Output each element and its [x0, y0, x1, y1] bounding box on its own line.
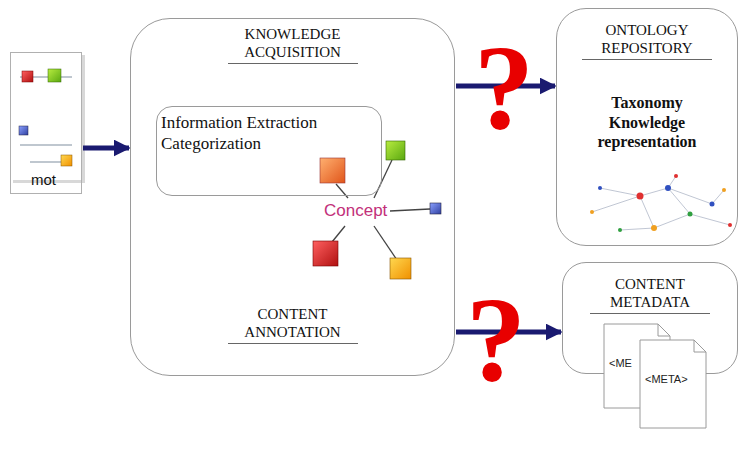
blue-square	[19, 126, 28, 135]
blue-square	[430, 203, 441, 214]
question-mark: ?	[474, 28, 534, 148]
box-label: Information Extraction Categorization	[161, 113, 361, 154]
question-mark: ?	[466, 280, 526, 400]
concept-label: Concept	[322, 201, 389, 220]
red-square	[313, 241, 338, 266]
word-label: mot	[31, 171, 56, 189]
repository-box: ONTOLOGY REPOSITORY Taxonomy Knowledge re…	[556, 8, 738, 246]
page-sheet	[10, 52, 82, 180]
section-heading: KNOWLEDGE ACQUISITION	[228, 25, 358, 64]
network-dots	[590, 174, 732, 232]
meta-tag: <ME	[609, 358, 632, 369]
yellow-square	[390, 258, 411, 279]
orange-square	[320, 158, 345, 183]
arrow-connector	[83, 146, 129, 151]
meta-tag: <META>	[645, 374, 688, 385]
green-square	[48, 69, 61, 82]
document-icon: mot	[10, 52, 82, 194]
box-heading: CONTENT METADATA	[590, 275, 710, 314]
red-square	[22, 71, 33, 82]
meta-document	[640, 340, 706, 428]
inner-box: Information Extraction Categorization	[156, 106, 382, 196]
network-links	[592, 176, 730, 230]
process-box: KNOWLEDGE ACQUISITION CONTENT ANNOTATION I…	[130, 18, 455, 376]
box-heading: ONTOLOGY REPOSITORY	[582, 21, 712, 60]
section-heading: CONTENT ANNOTATION	[228, 305, 358, 344]
green-square	[386, 141, 405, 160]
text-line	[20, 144, 72, 145]
yellow-square	[61, 155, 72, 166]
box-body: Taxonomy Knowledge representation	[587, 93, 707, 152]
